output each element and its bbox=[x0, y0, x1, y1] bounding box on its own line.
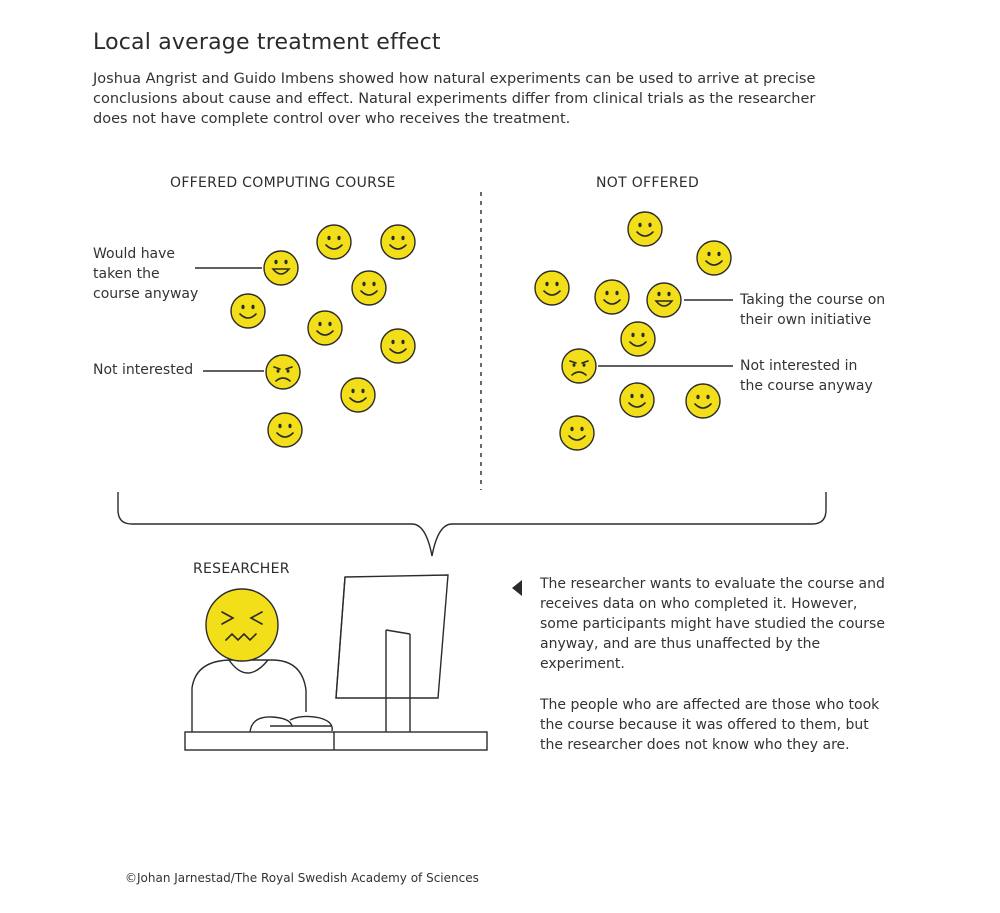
note-paragraph-1: The researcher wants to evaluate the cou… bbox=[540, 574, 920, 674]
smiley-icon bbox=[619, 382, 655, 418]
label-line: Would have bbox=[93, 246, 176, 262]
note-line: the course because it was offered to the… bbox=[540, 717, 869, 733]
note-line: The researcher wants to evaluate the cou… bbox=[540, 576, 885, 592]
not-offered-heading: NOT OFFERED bbox=[596, 175, 700, 191]
label-line: taken the bbox=[93, 266, 160, 282]
label-line: their own initiative bbox=[740, 312, 872, 328]
smiley-icon bbox=[620, 321, 656, 357]
smiley-icon bbox=[534, 270, 570, 306]
offered-group bbox=[195, 224, 416, 448]
label-line: Not interested in bbox=[740, 358, 858, 374]
note-line: some participants might have studied the… bbox=[540, 616, 885, 632]
smiley-icon bbox=[316, 224, 352, 260]
smiley-icon bbox=[267, 412, 303, 448]
stressed-face-icon bbox=[205, 588, 279, 662]
smiley-icon bbox=[351, 270, 387, 306]
label-own-initiative: Taking the course on their own initiativ… bbox=[740, 290, 885, 330]
sad-smiley-icon bbox=[265, 354, 301, 390]
note-line: experiment. bbox=[540, 656, 625, 672]
grin-smiley-icon bbox=[263, 250, 299, 286]
smiley-icon bbox=[380, 328, 416, 364]
page-title: Local average treatment effect bbox=[93, 30, 441, 55]
note-line: anyway, and are thus unaffected by the bbox=[540, 636, 821, 652]
smiley-icon bbox=[627, 211, 663, 247]
researcher-label: RESEARCHER bbox=[193, 561, 290, 577]
intro-text: Joshua Angrist and Guido Imbens showed h… bbox=[93, 69, 893, 129]
sad-smiley-icon bbox=[561, 348, 597, 384]
smiley-icon bbox=[307, 310, 343, 346]
smiley-icon bbox=[685, 383, 721, 419]
note-line: the researcher does not know who they ar… bbox=[540, 737, 850, 753]
intro-line: Joshua Angrist and Guido Imbens showed h… bbox=[93, 71, 816, 87]
label-not-interested-anyway: Not interested in the course anyway bbox=[740, 356, 873, 396]
smiley-icon bbox=[594, 279, 630, 315]
label-line: Taking the course on bbox=[740, 292, 886, 308]
smiley-icon bbox=[340, 377, 376, 413]
pointer-arrow-icon bbox=[512, 580, 522, 596]
intro-line: conclusions about cause and effect. Natu… bbox=[93, 91, 816, 107]
intro-line: does not have complete control over who … bbox=[93, 111, 571, 127]
note-line: The people who are affected are those wh… bbox=[540, 697, 880, 713]
note-paragraph-2: The people who are affected are those wh… bbox=[540, 695, 920, 755]
brace-shape bbox=[117, 492, 827, 557]
label-line: the course anyway bbox=[740, 378, 873, 394]
offered-heading: OFFERED COMPUTING COURSE bbox=[170, 175, 396, 191]
label-not-interested: Not interested bbox=[93, 362, 194, 378]
smiley-icon bbox=[230, 293, 266, 329]
label-line: course anyway bbox=[93, 286, 199, 302]
grin-smiley-icon bbox=[646, 282, 682, 318]
label-would-have-taken: Would have taken the course anyway bbox=[93, 244, 198, 304]
researcher-figure bbox=[184, 574, 488, 751]
smiley-icon bbox=[696, 240, 732, 276]
note-line: receives data on who completed it. Howev… bbox=[540, 596, 858, 612]
smiley-icon bbox=[559, 415, 595, 451]
credit-line: ©Johan Jarnestad/The Royal Swedish Acade… bbox=[125, 871, 479, 885]
smiley-icon bbox=[380, 224, 416, 260]
not-offered-group bbox=[534, 211, 733, 451]
